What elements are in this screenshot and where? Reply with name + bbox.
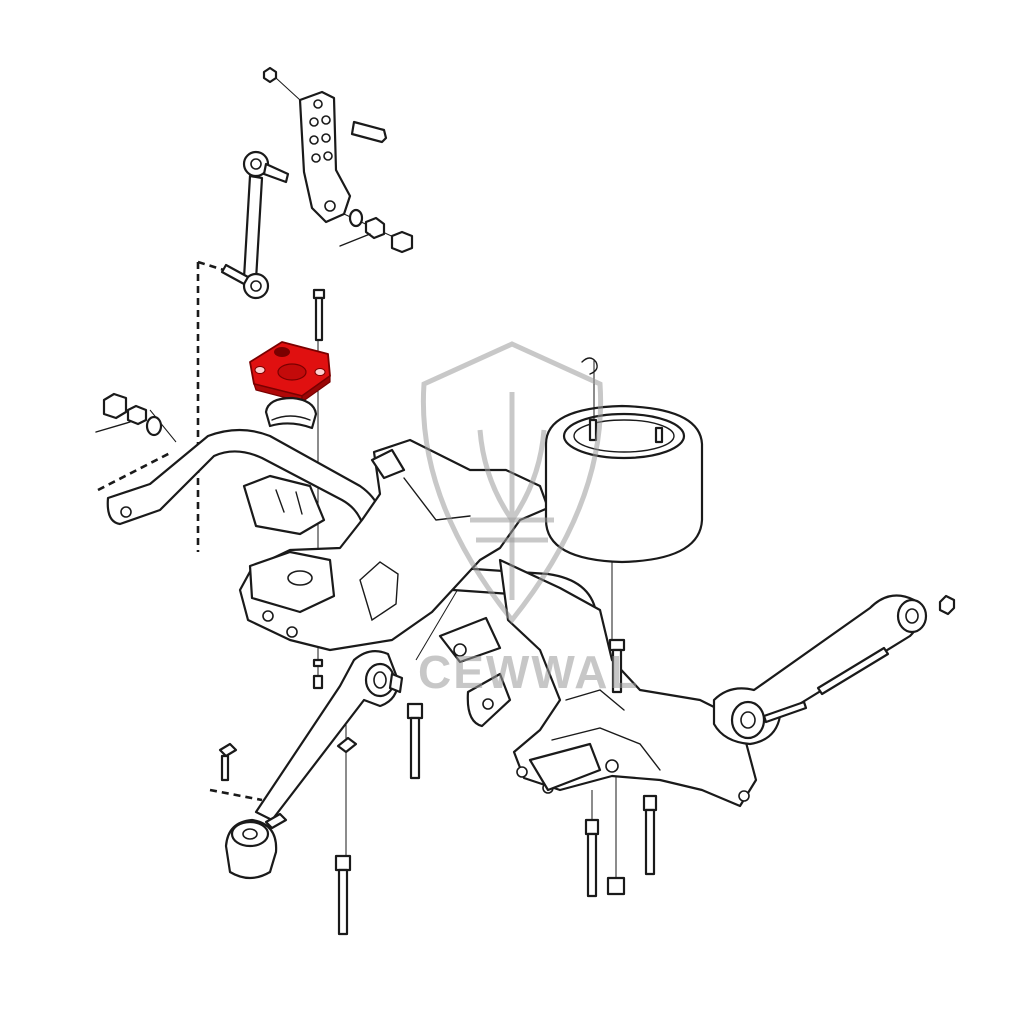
stabilizer-bushing [264,396,318,430]
stabilizer-end-link [220,150,290,300]
clamp-bolt [312,288,326,342]
left-trailing-arm [224,649,404,880]
bracket-nut-stack [339,208,414,254]
watermark-emblem [420,341,604,625]
lower-fasteners [218,638,658,936]
air-spring [544,357,704,564]
left-nut-stack [95,392,163,437]
right-trailing-arm [712,594,956,746]
upper-mounting-bracket [298,90,352,224]
bracket-bolt-top [262,66,388,144]
watermark-text: CEWWAL [418,646,640,698]
subframe-crossmember [238,438,550,664]
